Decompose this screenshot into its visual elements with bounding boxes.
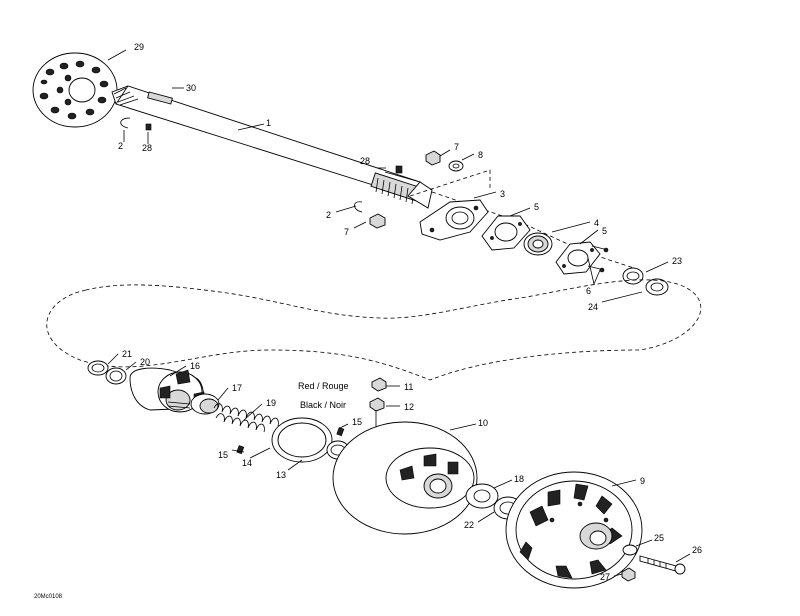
screw <box>236 427 345 455</box>
callout-26: 26 <box>692 545 702 555</box>
callout-7-b: 7 <box>344 227 349 237</box>
callout-14: 14 <box>242 458 252 468</box>
seal <box>622 267 644 285</box>
note-red: Red / Rouge <box>298 381 349 391</box>
callout-20: 20 <box>140 357 150 367</box>
note-black: Black / Noir <box>300 400 346 410</box>
callout-29: 29 <box>134 42 144 52</box>
callout-13: 13 <box>276 470 286 480</box>
leader-lines <box>107 49 691 577</box>
circlip <box>120 117 131 129</box>
callout-8: 8 <box>478 150 483 160</box>
callout-25: 25 <box>654 533 664 543</box>
spacer-washer <box>645 278 669 296</box>
circlip-2 <box>354 201 363 213</box>
callout-21: 21 <box>122 349 132 359</box>
callout-28-b: 28 <box>360 156 370 166</box>
figure-code: 20Mc0108 <box>34 594 63 600</box>
retaining-ring <box>87 360 109 376</box>
callout-19: 19 <box>266 398 276 408</box>
callout-18: 18 <box>514 474 524 484</box>
callout-5: 5 <box>534 202 539 212</box>
bolt-nut <box>621 567 636 582</box>
callout-7: 7 <box>454 142 459 152</box>
sliding-sheave <box>505 471 643 589</box>
drive-shaft <box>111 85 433 209</box>
nut-2 <box>369 213 386 229</box>
shim <box>465 483 499 509</box>
callout-12: 12 <box>404 402 414 412</box>
bearing <box>523 232 553 256</box>
callout-24: 24 <box>588 302 598 312</box>
sleeve-ring <box>271 417 333 463</box>
brake-disc <box>32 52 118 128</box>
callout-2: 2 <box>118 141 123 151</box>
shaft-key <box>147 91 173 105</box>
callout-10: 10 <box>478 418 488 428</box>
washer <box>105 367 127 385</box>
bearing-flange-2 <box>555 241 601 275</box>
callout-23: 23 <box>672 256 682 266</box>
bushing <box>190 393 220 415</box>
bearing-housing <box>419 199 489 241</box>
nut <box>425 150 441 166</box>
flange-bolts <box>587 245 609 286</box>
callout-16: 16 <box>190 361 200 371</box>
callout-labels: 29 30 1 2 28 28 7 8 3 5 2 7 4 5 6 23 24 … <box>118 42 702 582</box>
callout-30: 30 <box>186 83 196 93</box>
callout-22: 22 <box>464 520 474 530</box>
callout-17: 17 <box>232 383 242 393</box>
callout-11: 11 <box>404 382 413 392</box>
callout-3: 3 <box>500 189 505 199</box>
bearing-flange <box>481 215 531 251</box>
bolt-washer <box>622 544 638 556</box>
cam <box>129 367 205 413</box>
callout-5-b: 5 <box>602 226 607 236</box>
grease-fitting <box>145 123 152 131</box>
callout-15: 15 <box>218 450 228 460</box>
lock-washer <box>448 160 464 172</box>
fixed-sheave <box>332 421 478 535</box>
callout-4: 4 <box>594 218 599 228</box>
drive-belt <box>46 279 702 381</box>
callout-27: 27 <box>600 572 610 582</box>
callout-6: 6 <box>586 286 591 296</box>
callout-28: 28 <box>142 143 152 153</box>
callout-2-b: 2 <box>326 210 331 220</box>
pulley-bolt <box>639 555 686 575</box>
grease-fitting-2 <box>395 165 403 174</box>
callout-9: 9 <box>640 476 645 486</box>
callout-15-b: 15 <box>352 417 362 427</box>
callout-1: 1 <box>266 118 271 128</box>
